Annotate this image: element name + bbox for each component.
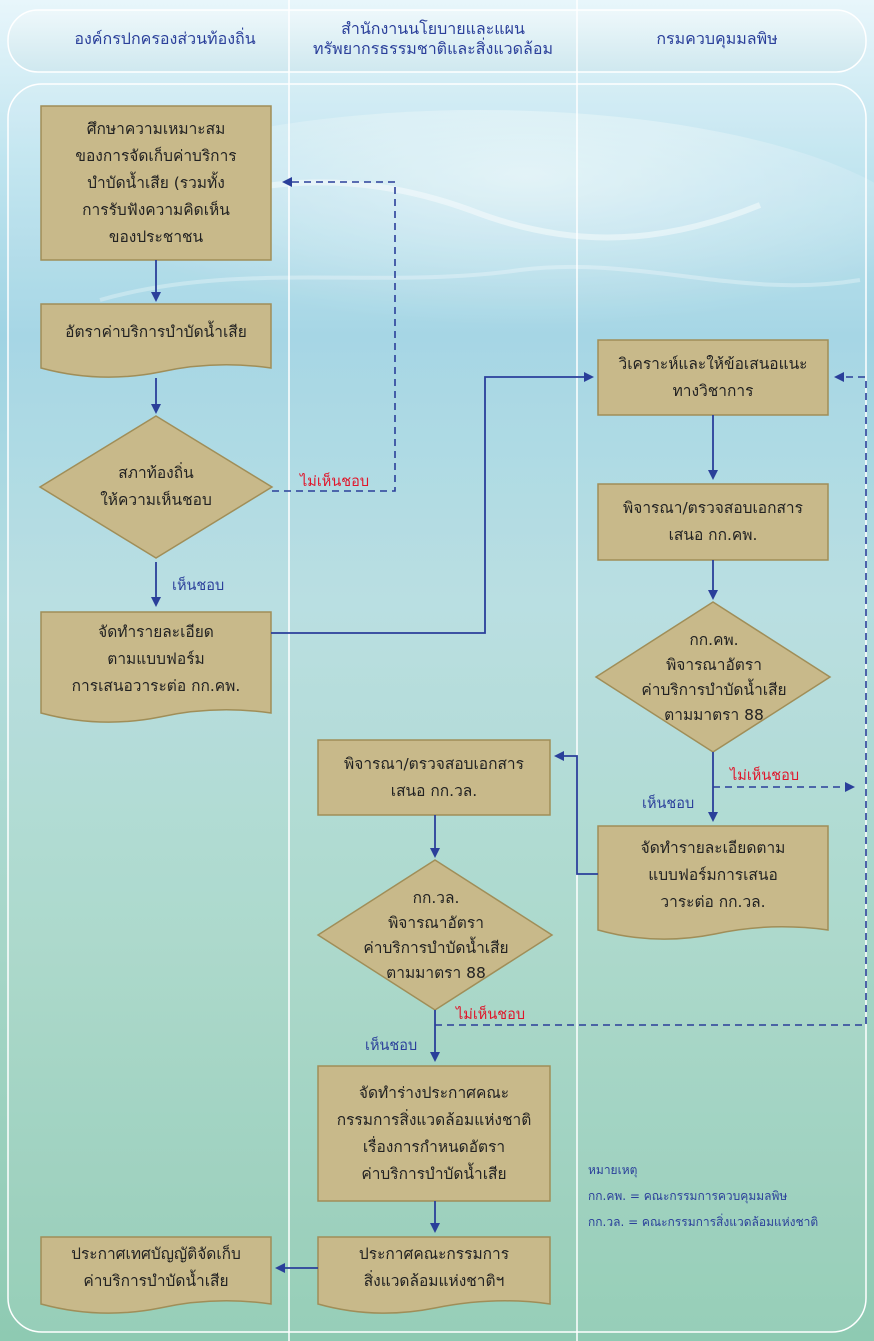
decision-local-council-text: สภาท้องถิ่นให้ความเห็นชอบ <box>70 450 242 524</box>
step-line: พิจารณา/ตรวจสอบเอกสาร <box>344 754 524 773</box>
step-line: บำบัดน้ำเสีย (รวมทั้ง <box>87 173 225 192</box>
step-review-nec <box>317 739 551 816</box>
review-pcd-lines: พิจารณา/ตรวจสอบเอกสารเสนอ กก.คพ. <box>623 495 803 549</box>
step-study-text: ศึกษาความเหมาะสมของการจัดเก็บค่าบริการบำ… <box>41 106 271 260</box>
step-line: พิจารณา/ตรวจสอบเอกสาร <box>623 499 803 517</box>
step-line: จัดทำรายละเอียด <box>98 622 214 641</box>
analyze-lines: วิเคราะห์และให้ข้อเสนอแนะทางวิชาการ <box>618 351 807 405</box>
step-line: เสนอ กก.คพ. <box>668 526 758 544</box>
arrow-form-to-analyze <box>271 372 594 634</box>
step-line: ค่าบริการบำบัดน้ำเสีย <box>641 681 787 699</box>
step-line: วิเคราะห์และให้ข้อเสนอแนะ <box>618 354 808 373</box>
step-line: ค่าบริการบำบัดน้ำเสีย <box>363 939 509 957</box>
step-line: ให้ความเห็นชอบ <box>100 491 212 509</box>
step-review-pcd <box>597 483 829 561</box>
prepare-form-lines: จัดทำรายละเอียดตามแบบฟอร์มการเสนอวาระต่อ… <box>72 619 241 700</box>
step-line: ตามมาตรา 88 <box>664 706 764 724</box>
step-review-nec-text: พิจารณา/ตรวจสอบเอกสารเสนอ กก.วล. <box>318 740 550 815</box>
legend-item-nec: กก.วล. = คณะกรรมการสิ่งแวดล้อมแห่งชาติ <box>588 1215 819 1229</box>
approve-label-nec: เห็นชอบ <box>365 1038 418 1054</box>
reject-label-pcd: ไม่เห็นชอบ <box>730 768 800 784</box>
decision-nec-text: กก.วล. พิจารณาอัตราค่าบริการบำบัดน้ำเสียต… <box>348 880 524 992</box>
local-council-lines: สภาท้องถิ่นให้ความเห็นชอบ <box>100 460 212 514</box>
step-line: เรื่องการกำหนดอัตรา <box>362 1137 506 1156</box>
step-study <box>40 105 272 261</box>
step-analyze-text: วิเคราะห์และให้ข้อเสนอแนะทางวิชาการ <box>598 340 828 415</box>
reject-label-council: ไม่เห็นชอบ <box>300 474 370 490</box>
step-line: ค่าบริการบำบัดน้ำเสีย <box>361 1164 507 1183</box>
step-line: ประกาศคณะกรรมการ <box>358 1245 510 1263</box>
step-prepare-nec <box>597 825 829 940</box>
column-header-pcd: กรมควบคุมมลพิษ <box>656 29 778 48</box>
step-line: พิจารณาอัตรา <box>388 914 484 932</box>
review-nec-lines: พิจารณา/ตรวจสอบเอกสารเสนอ กก.วล. <box>344 751 524 805</box>
step-line: ตามมาตรา 88 <box>386 964 486 982</box>
step-line: กก.วล. <box>412 889 460 907</box>
nec-decision-lines: กก.วล. พิจารณาอัตราค่าบริการบำบัดน้ำเสียต… <box>363 886 508 986</box>
draft-notice-lines: จัดทำร่างประกาศคณะกรรมการสิ่งแวดล้อมแห่ง… <box>337 1080 532 1188</box>
arrow-council-reject <box>272 177 396 492</box>
step-line: ของการจัดเก็บค่าบริการ <box>75 146 237 165</box>
legend-title: หมายเหตุ <box>588 1163 638 1177</box>
step-municipal-ordinance <box>40 1236 272 1314</box>
step-line: สภาท้องถิ่น <box>118 464 194 482</box>
reject-label-nec: ไม่เห็นชอบ <box>456 1007 526 1023</box>
step-draft-notice-text: จัดทำร่างประกาศคณะกรรมการสิ่งแวดล้อมแห่ง… <box>318 1066 550 1201</box>
step-line: ค่าบริการบำบัดน้ำเสีย <box>83 1272 229 1290</box>
approve-label-pcd: เห็นชอบ <box>642 796 695 812</box>
column-header-onep: สำนักงานนโยบายและแผน ทรัพยากรธรรมชาติและ… <box>289 12 577 66</box>
step-prepare-form-text: จัดทำรายละเอียดตามแบบฟอร์มการเสนอวาระต่อ… <box>41 614 271 704</box>
municipal-ordinance-lines: ประกาศเทศบัญญัติจัดเก็บค่าบริการบำบัดน้ำ… <box>71 1241 241 1295</box>
step-line: พิจารณาอัตรา <box>666 656 762 674</box>
rate-doc-lines: อัตราค่าบริการบำบัดน้ำเสีย <box>65 319 247 346</box>
step-line: กรรมการสิ่งแวดล้อมแห่งชาติ <box>336 1110 532 1129</box>
step-municipal-ordinance-text: ประกาศเทศบัญญัติจัดเก็บค่าบริการบำบัดน้ำ… <box>41 1238 271 1298</box>
step-draft-notice <box>317 1065 551 1202</box>
step-line: แบบฟอร์มการเสนอ <box>648 865 778 884</box>
step-line: กก.คพ. <box>689 631 739 649</box>
step-line: สิ่งแวดล้อมแห่งชาติฯ <box>363 1272 505 1290</box>
step-line: เสนอ กก.วล. <box>390 781 478 800</box>
step-nec-notice <box>317 1236 551 1314</box>
step-prepare-nec-text: จัดทำรายละเอียดตามแบบฟอร์มการเสนอวาระต่อ… <box>598 828 828 922</box>
step-line: การเสนอวาระต่อ กก.คพ. <box>71 676 241 695</box>
column-header-onep-line2: ทรัพยากรธรรมชาติและสิ่งแวดล้อม <box>313 39 553 58</box>
header-panel <box>7 9 867 73</box>
step-line: จัดทำร่างประกาศคณะ <box>358 1083 510 1102</box>
arrow-prepare-to-review-nec <box>554 751 598 875</box>
step-line: การรับฟังความคิดเห็น <box>82 200 230 219</box>
pcd-decision-lines: กก.คพ. พิจารณาอัตราค่าบริการบำบัดน้ำเสียต… <box>641 628 786 728</box>
column-header-onep-line1: สำนักงานนโยบายและแผน <box>341 19 525 38</box>
study-lines: ศึกษาความเหมาะสมของการจัดเก็บค่าบริการบำ… <box>75 116 236 251</box>
decision-local-council <box>38 415 274 559</box>
step-prepare-form <box>40 611 272 723</box>
step-review-pcd-text: พิจารณา/ตรวจสอบเอกสารเสนอ กก.คพ. <box>598 484 828 560</box>
decision-pcd-text: กก.คพ. พิจารณาอัตราค่าบริการบำบัดน้ำเสียต… <box>626 622 802 734</box>
step-line: ตามแบบฟอร์ม <box>107 649 205 668</box>
legend: หมายเหตุ กก.คพ. = คณะกรรมการควบคุมมลพิษ … <box>588 1157 818 1235</box>
step-line: ศึกษาความเหมาะสม <box>86 119 226 138</box>
step-line: วาระต่อ กก.วล. <box>660 892 766 911</box>
step-rate-doc-text: อัตราค่าบริการบำบัดน้ำเสีย <box>41 304 271 360</box>
approve-label-council: เห็นชอบ <box>172 578 225 594</box>
step-line: จัดทำรายละเอียดตาม <box>640 838 786 857</box>
legend-item-pcd: กก.คพ. = คณะกรรมการควบคุมมลพิษ <box>588 1189 788 1203</box>
arrow-nec-reject <box>435 372 867 1026</box>
prepare-nec-lines: จัดทำรายละเอียดตามแบบฟอร์มการเสนอวาระต่อ… <box>641 835 786 916</box>
nec-notice-lines: ประกาศคณะกรรมการสิ่งแวดล้อมแห่งชาติฯ <box>359 1241 509 1295</box>
step-line: ประกาศเทศบัญญัติจัดเก็บ <box>71 1245 241 1263</box>
step-line: ของประชาชน <box>108 227 204 246</box>
step-line: ทางวิชาการ <box>672 381 754 400</box>
step-analyze <box>597 339 829 416</box>
step-rate-doc <box>40 303 272 378</box>
step-line: อัตราค่าบริการบำบัดน้ำเสีย <box>65 322 247 341</box>
step-nec-notice-text: ประกาศคณะกรรมการสิ่งแวดล้อมแห่งชาติฯ <box>318 1238 550 1298</box>
column-header-local: องค์กรปกครองส่วนท้องถิ่น <box>74 29 256 48</box>
